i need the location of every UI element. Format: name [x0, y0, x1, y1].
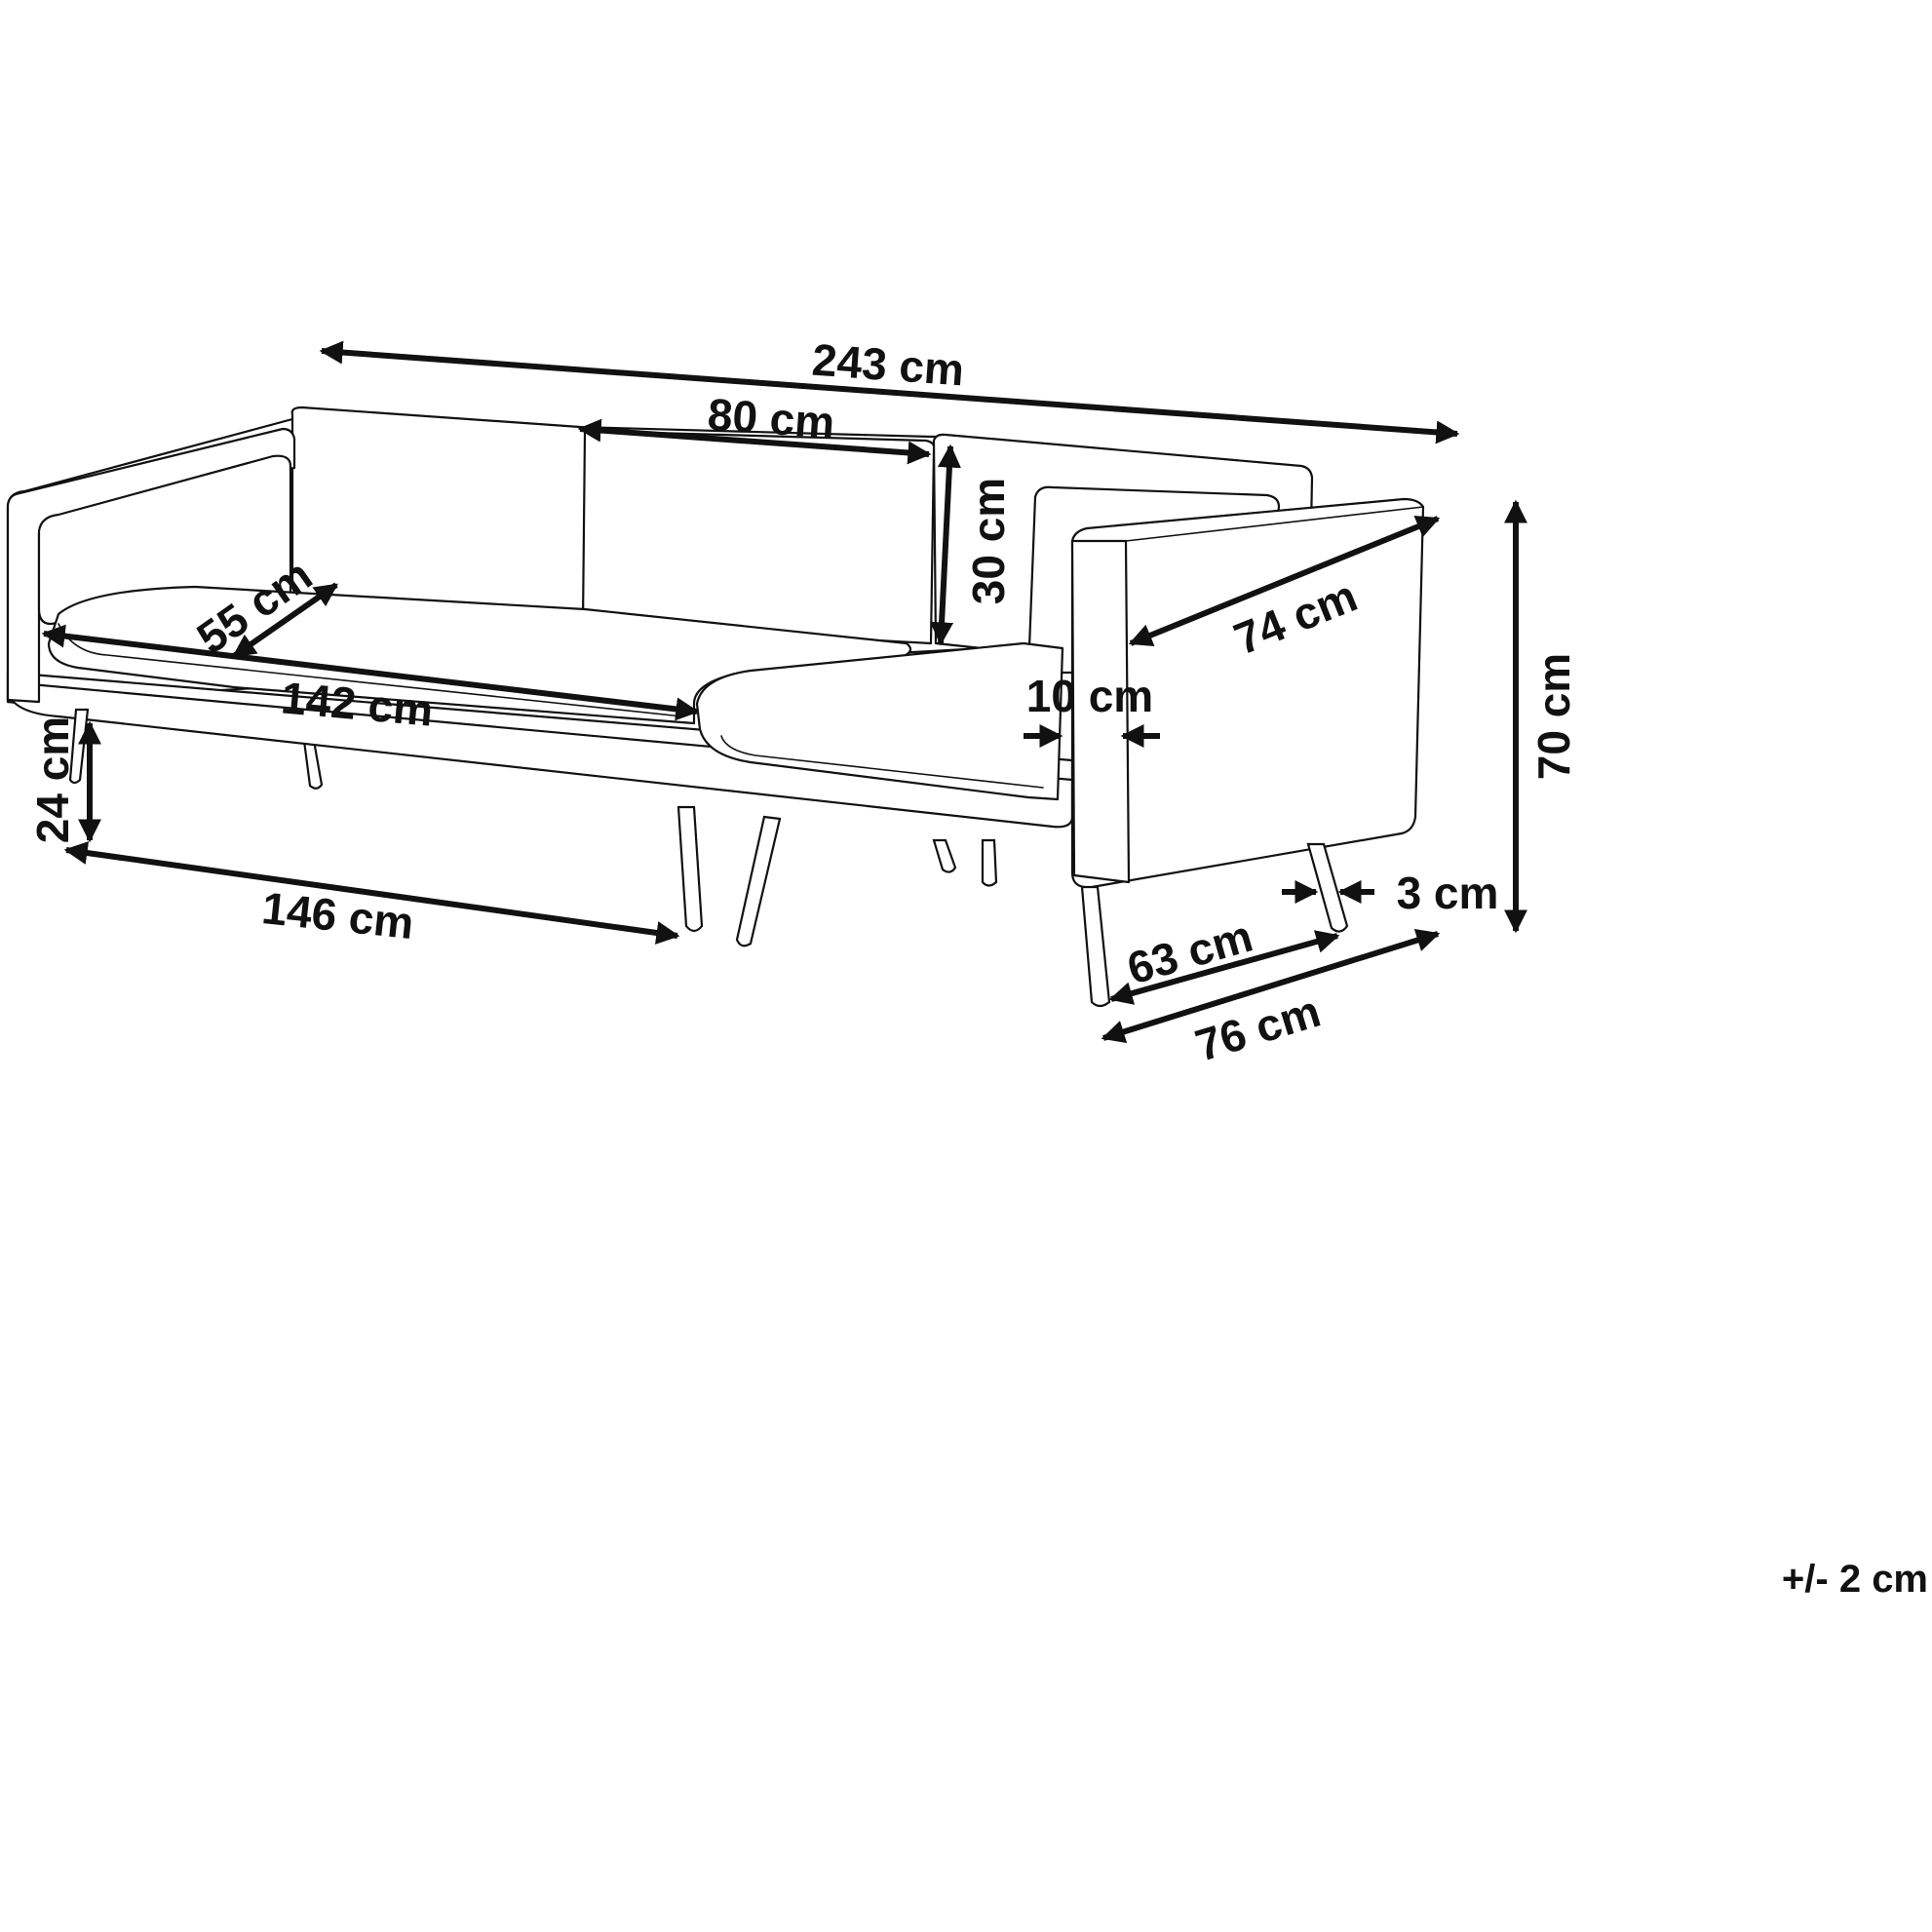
label-total-width: 243 cm — [810, 334, 965, 396]
label-back-cushion-height: 30 cm — [963, 478, 1014, 604]
back-cushion-left — [290, 406, 589, 626]
dim-line-total-width — [319, 340, 1460, 444]
label-inner-depth: 63 cm — [1122, 910, 1258, 994]
label-back-cushion-width: 80 cm — [706, 389, 836, 448]
sofa-leg-front-middle-a — [676, 805, 704, 933]
sofa-leg-front-right — [1080, 885, 1111, 1008]
label-total-depth: 76 cm — [1189, 985, 1326, 1071]
dim-line-leg-span — [63, 841, 680, 945]
sofa-leg-back-right-b — [981, 838, 998, 887]
label-arm-thickness: 10 cm — [1026, 671, 1153, 721]
label-leg-span: 146 cm — [259, 882, 416, 948]
seat-cushion-right — [695, 641, 1064, 801]
dim-line-total-depth — [1101, 928, 1441, 1044]
dim-line-back-cushion-height — [930, 444, 961, 646]
sofa-drawing — [6, 406, 1425, 1008]
seat-cushion-right-seam — [720, 735, 1044, 789]
label-tolerance: +/- 2 cm — [1782, 1558, 1928, 1601]
sofa-leg-back-right-a — [932, 838, 957, 873]
dimension-lines — [41, 340, 1527, 1044]
dim-line-arm-depth — [1128, 516, 1441, 646]
dim-line-seat-width — [41, 624, 700, 721]
armrest-right-top — [1071, 498, 1424, 542]
dim-line-back-cushion-width — [577, 418, 932, 465]
label-leg-inset: 3 cm — [1397, 868, 1499, 918]
sofa-leg-back-left — [302, 739, 324, 790]
armrest-left-top — [37, 454, 292, 626]
sofa-leg-back-arm-right — [1306, 842, 1349, 933]
label-total-height: 70 cm — [1528, 653, 1579, 780]
back-cushion-middle — [581, 429, 936, 645]
sofa-leg-front-middle-b — [735, 815, 782, 947]
label-leg-height: 24 cm — [27, 716, 78, 843]
